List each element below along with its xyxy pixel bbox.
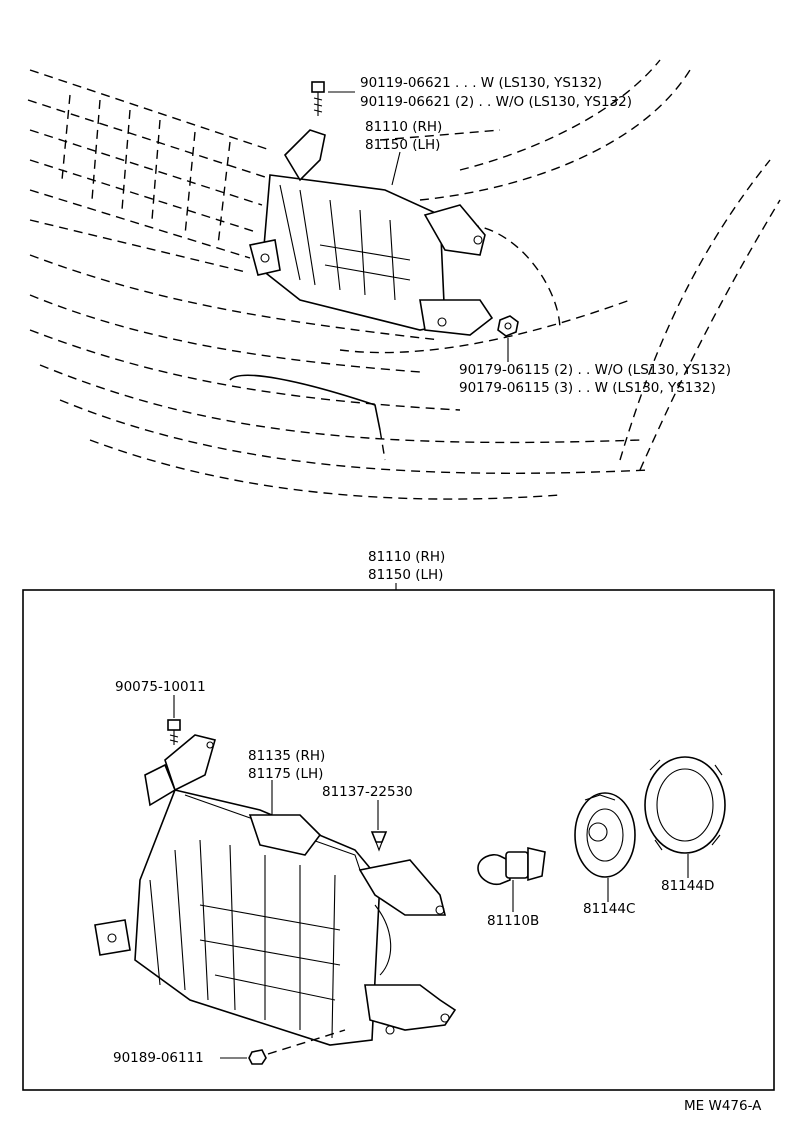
top-headlamp-label-lh: 81150 (LH) xyxy=(365,137,440,153)
detail-title-rh: 81110 (RH) xyxy=(368,549,445,565)
headlamp-assembly-top xyxy=(249,129,494,336)
detail-title-lh: 81150 (LH) xyxy=(368,567,443,583)
adjust-screw-label: 90075-10011 xyxy=(115,679,206,695)
socket-icon xyxy=(574,792,636,902)
figure-code: ME W476-A xyxy=(684,1098,762,1114)
detail-frame xyxy=(22,589,775,1091)
top-nut-label-1: 90179-06115 (2) . . W/O (LS130, YS132) xyxy=(459,362,731,378)
socket-label: 81144C xyxy=(583,901,635,917)
nut-detail-icon xyxy=(220,1029,346,1065)
bulb-label: 81110B xyxy=(487,913,539,929)
vehicle-body-outline xyxy=(27,59,781,500)
top-screw-label-1: 90119-06621 . . . W (LS130, YS132) xyxy=(360,75,602,91)
lens-label-rh: 81135 (RH) xyxy=(248,748,325,764)
clip-label: 81137-22530 xyxy=(322,784,413,800)
screw-icon xyxy=(311,81,355,116)
cover-label: 81144D xyxy=(661,878,714,894)
nut-label: 90189-06111 xyxy=(113,1050,204,1066)
bulb-icon xyxy=(477,846,546,912)
lens-label-lh: 81175 (LH) xyxy=(248,766,323,782)
top-screw-label-2: 90119-06621 (2) . . W/O (LS130, YS132) xyxy=(360,94,632,110)
nut-icon xyxy=(497,315,519,362)
top-headlamp-label-rh: 81110 (RH) xyxy=(365,119,442,135)
top-nut-label-2: 90179-06115 (3) . . W (LS130, YS132) xyxy=(459,380,716,396)
headlamp-assembly-detail xyxy=(94,734,457,1046)
adjust-screw-icon xyxy=(167,695,181,745)
cover-icon xyxy=(644,756,726,878)
clip-icon xyxy=(370,800,388,852)
